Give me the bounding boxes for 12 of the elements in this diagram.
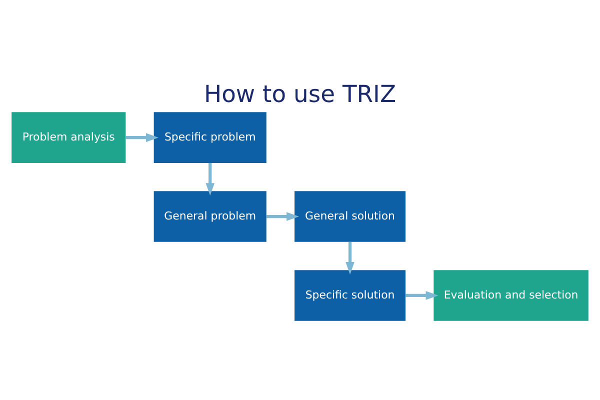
- arrow: [126, 132, 159, 142]
- arrow: [406, 290, 438, 300]
- node-box: Evaluation and selection: [434, 270, 588, 320]
- node-box: Problem analysis: [12, 112, 126, 162]
- arrow: [346, 241, 354, 274]
- node-box: Specific solution: [294, 270, 406, 320]
- node-box: General problem: [154, 190, 266, 242]
- arrow: [206, 162, 214, 196]
- arrow: [266, 212, 300, 220]
- diagram-title: How to use TRIZ: [204, 80, 396, 108]
- node-box: General solution: [294, 190, 406, 242]
- node-box: Specific problem: [154, 112, 266, 162]
